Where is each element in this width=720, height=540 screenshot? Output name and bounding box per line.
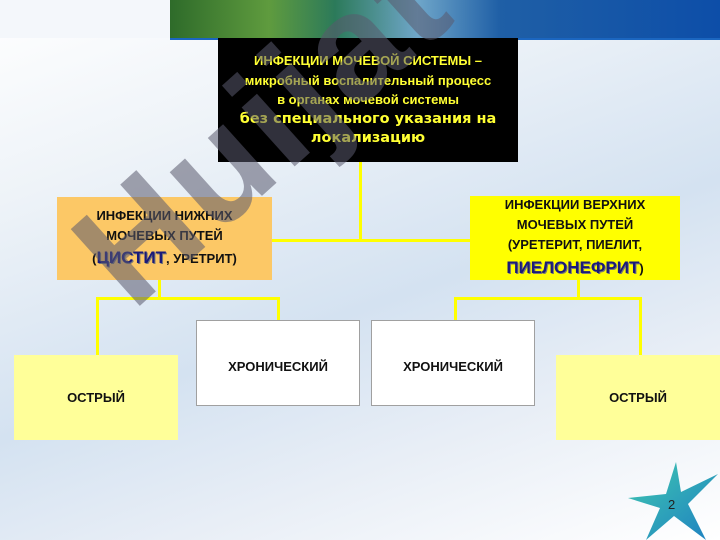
box-text: ) xyxy=(639,261,644,277)
connector xyxy=(359,162,362,242)
box-text: ( xyxy=(92,251,97,267)
box-text: , УРЕТРИТ) xyxy=(165,251,237,267)
connector xyxy=(272,239,470,242)
header-banner-left xyxy=(0,0,170,38)
cystitis-highlight: ЦИСТИТ xyxy=(96,248,166,268)
upper-chronic-box: ХРОНИЧЕСКИЙ xyxy=(371,320,535,406)
connector xyxy=(96,297,99,355)
box-text: ХРОНИЧЕСКИЙ xyxy=(228,359,328,374)
box-text: МОЧЕВЫХ ПУТЕЙ xyxy=(516,216,634,232)
box-text: ИНФЕКЦИИ НИЖНИХ xyxy=(96,208,233,224)
lower-urinary-tract-box: ИНФЕКЦИИ НИЖНИХ МОЧЕВЫХ ПУТЕЙ (ЦИСТИТ, У… xyxy=(57,197,272,280)
page-number: 2 xyxy=(668,497,676,512)
box-text: ОСТРЫЙ xyxy=(609,389,667,405)
connector xyxy=(158,280,161,299)
connector xyxy=(454,297,457,320)
definition-text: в органах мочевой системы xyxy=(277,92,459,108)
uti-definition-box: ИНФЕКЦИИ МОЧЕВОЙ СИСТЕМЫ – микробный вос… xyxy=(218,38,518,162)
lower-acute-box: ОСТРЫЙ xyxy=(14,355,178,440)
star-icon xyxy=(628,462,718,540)
connector xyxy=(96,297,279,300)
box-text: (УРЕТЕРИТ, ПИЕЛИТ, xyxy=(507,236,643,252)
definition-title: ИНФЕКЦИИ МОЧЕВОЙ СИСТЕМЫ – xyxy=(254,53,482,69)
connector xyxy=(639,297,642,355)
connector xyxy=(277,297,280,320)
header-banner-image xyxy=(170,0,720,40)
box-text: ИНФЕКЦИИ ВЕРХНИХ xyxy=(504,196,646,212)
box-text: ОСТРЫЙ xyxy=(67,389,125,405)
connector xyxy=(454,297,642,300)
box-text: ХРОНИЧЕСКИЙ xyxy=(403,359,503,374)
definition-emphasis: без специального указания на локализацию xyxy=(239,110,497,147)
lower-chronic-box: ХРОНИЧЕСКИЙ xyxy=(196,320,360,406)
definition-text: микробный воспалительный процесс xyxy=(244,72,492,88)
box-text: МОЧЕВЫХ ПУТЕЙ xyxy=(106,227,223,243)
pyelonephritis-highlight: ПИЕЛОНЕФРИТ xyxy=(506,258,640,278)
upper-acute-box: ОСТРЫЙ xyxy=(556,355,720,440)
upper-urinary-tract-box: ИНФЕКЦИИ ВЕРХНИХ МОЧЕВЫХ ПУТЕЙ (УРЕТЕРИТ… xyxy=(470,196,680,280)
connector xyxy=(577,280,580,299)
